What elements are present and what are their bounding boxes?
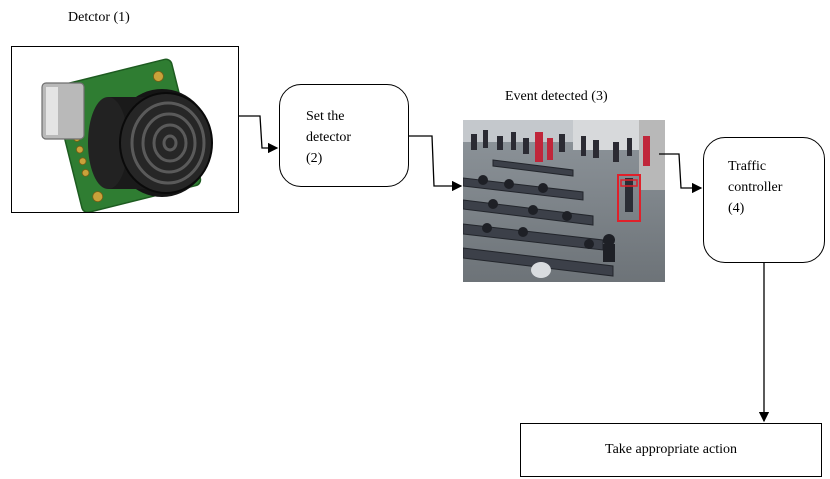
ultrasonic-sensor-image (41, 58, 213, 212)
action-label: Take appropriate action (605, 442, 737, 457)
set-detector-line1: Set the (306, 109, 345, 124)
set-detector-line3: (2) (306, 151, 323, 166)
traffic-line2: controller (728, 180, 783, 195)
arrow-event-to-traffic (659, 153, 703, 194)
event-caption: Event detected (3) (505, 89, 608, 104)
detector-box (11, 46, 239, 213)
station-crowd-image (463, 120, 665, 282)
detector-caption: Detctor (1) (68, 10, 130, 25)
traffic-controller-box: Traffic controller (4) (703, 137, 825, 263)
action-box: Take appropriate action (520, 423, 822, 477)
traffic-line3: (4) (728, 201, 745, 216)
traffic-line1: Traffic (728, 159, 767, 174)
set-detector-box: Set the detector (2) (279, 84, 409, 187)
arrow-set-to-event (409, 135, 463, 192)
set-detector-line2: detector (306, 130, 352, 145)
arrow-detector-to-set (239, 115, 279, 154)
